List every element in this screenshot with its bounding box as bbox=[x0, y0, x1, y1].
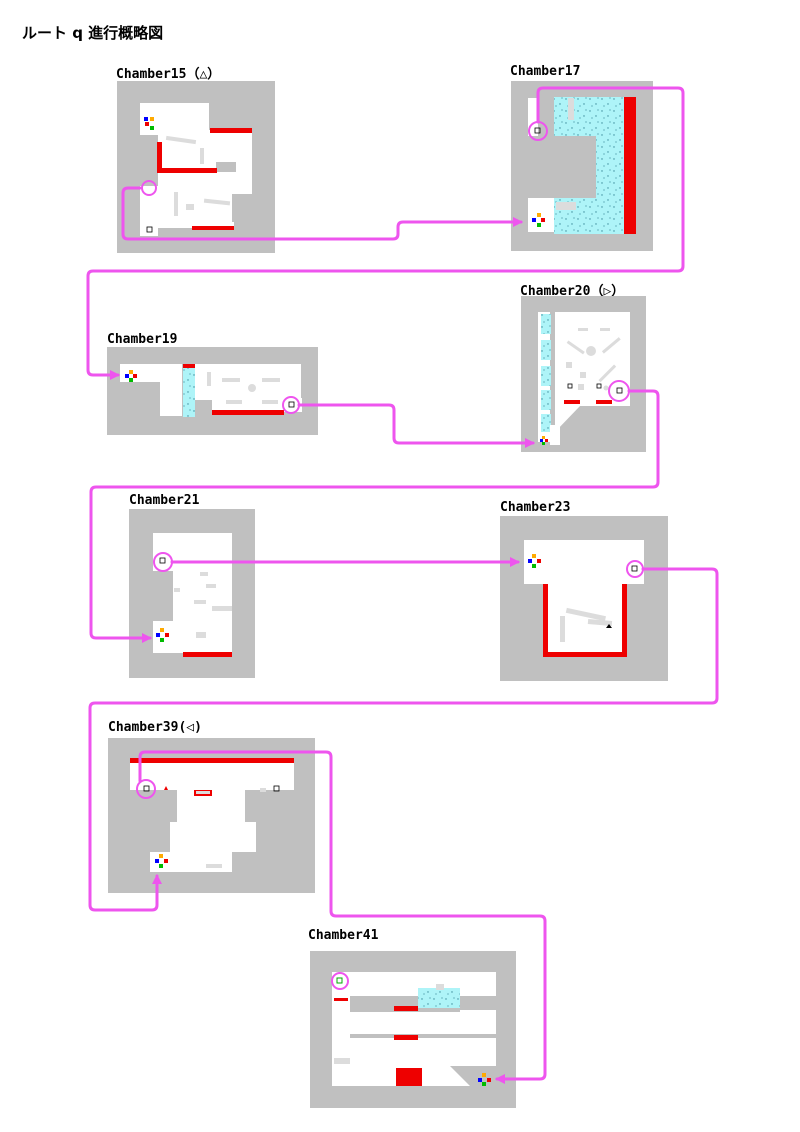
chamber-21-label: Chamber21 bbox=[129, 493, 200, 508]
chamber-15-label: Chamber15（△） bbox=[116, 67, 221, 82]
chamber-20-map bbox=[521, 296, 646, 452]
chamber-23-label: Chamber23 bbox=[500, 500, 571, 515]
route-23-to-39 bbox=[88, 567, 719, 912]
route-39-to-41 bbox=[138, 750, 547, 1084]
chamber-41-label: Chamber41 bbox=[308, 928, 379, 943]
chamber-19-label: Chamber19 bbox=[107, 332, 178, 347]
chamber-39-map bbox=[108, 738, 315, 893]
page-title: ルート q 進行概略図 bbox=[22, 24, 164, 42]
chamber-19-map bbox=[107, 347, 318, 435]
chamber-41-map bbox=[310, 951, 516, 1108]
route-17-to-19 bbox=[86, 86, 685, 380]
chamber-20-label: Chamber20（▷） bbox=[520, 284, 625, 299]
chamber-39-label: Chamber39(◁) bbox=[108, 720, 202, 735]
chamber-21-map bbox=[129, 509, 255, 678]
route-15-to-17 bbox=[121, 186, 523, 241]
chamber-15-map bbox=[117, 81, 275, 253]
chamber-17-label: Chamber17 bbox=[510, 64, 581, 79]
chamber-17-map bbox=[511, 81, 653, 251]
route-20-to-21 bbox=[89, 389, 660, 643]
route-19-to-20 bbox=[297, 403, 535, 448]
chamber-23-map bbox=[500, 516, 668, 681]
